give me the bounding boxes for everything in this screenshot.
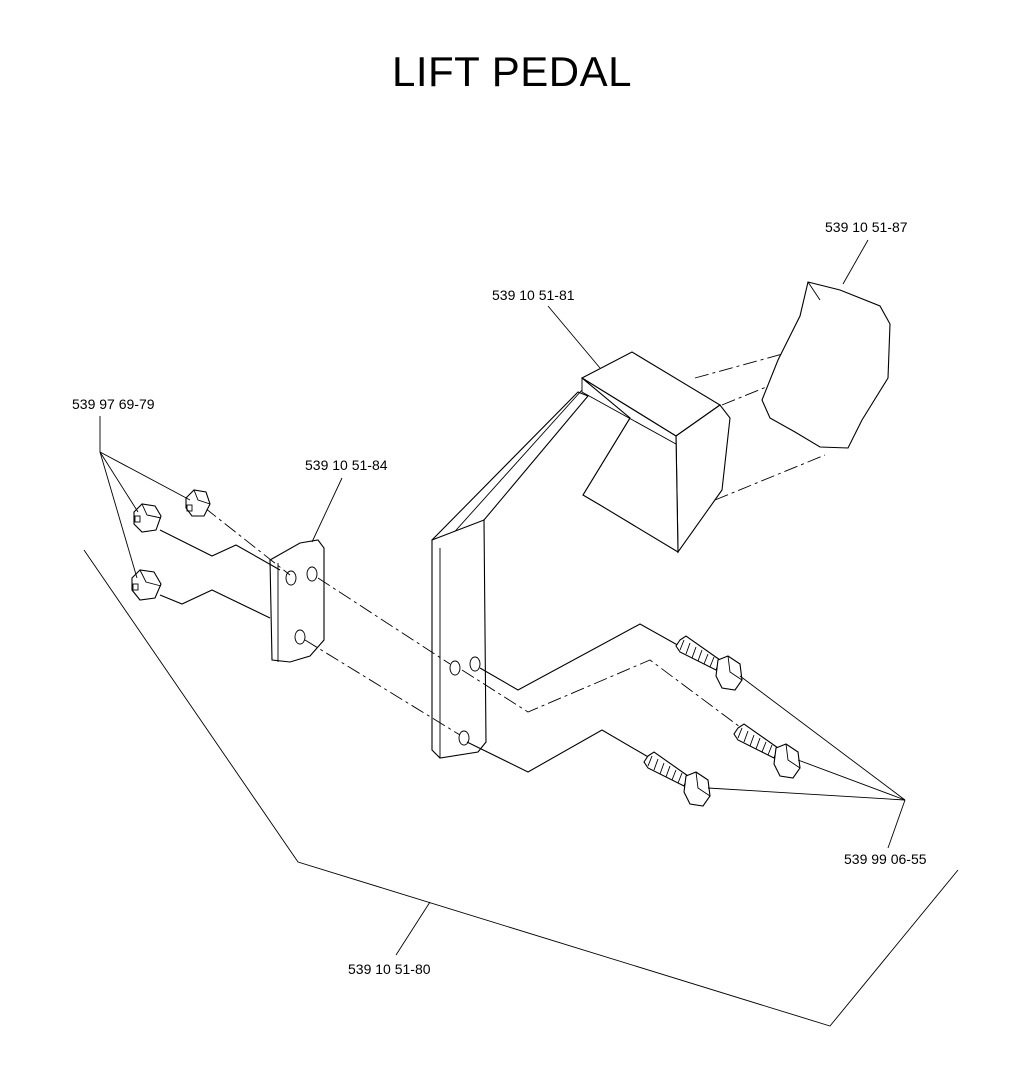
assembly-centerlines	[159, 507, 741, 773]
locknut-part	[131, 489, 211, 601]
plate-part	[269, 539, 325, 663]
label-locknuts: 539 97 69-79	[72, 396, 155, 412]
page-title: LIFT PEDAL	[392, 48, 632, 95]
label-pedal-bracket: 539 10 51-81	[492, 287, 575, 303]
pedal-bracket-part	[431, 351, 731, 759]
label-bolts: 539 99 06-55	[844, 851, 927, 867]
pedal-pad-part	[694, 281, 891, 501]
leader-lines	[83, 239, 959, 1027]
label-pedal-pad: 539 10 51-87	[825, 219, 908, 235]
label-assembly: 539 10 51-80	[348, 961, 431, 977]
label-plate: 539 10 51-84	[305, 457, 388, 473]
bolt-part	[643, 635, 801, 807]
